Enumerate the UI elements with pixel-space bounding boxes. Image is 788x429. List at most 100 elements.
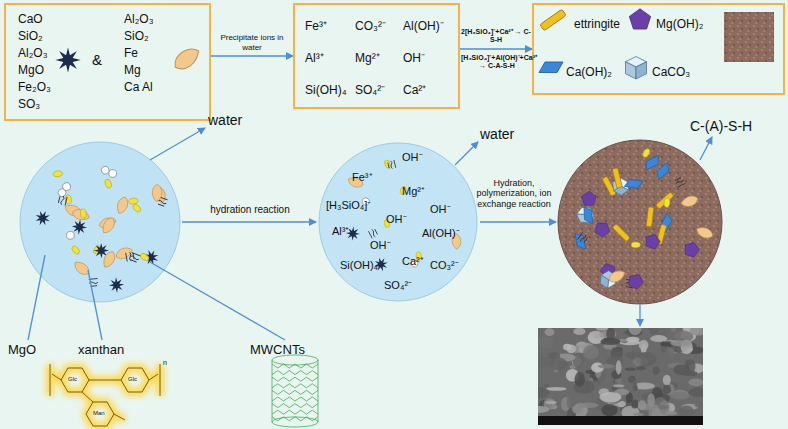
product-box: ettringiteMg(OH)₂Ca(OH)₂CaCO₃: [532, 3, 785, 95]
fresh-mix-particles: [33, 165, 168, 293]
ion-formula: Al³⁺: [332, 224, 349, 238]
sem-grain: [671, 328, 677, 332]
ion-box: Fe³⁺CO₃²⁻Al(OH)⁻Al³⁺Mg²⁺OH⁻Si(OH)₄SO₄²⁻C…: [293, 3, 460, 109]
star-particle: [33, 208, 53, 228]
sem-grain: [549, 358, 567, 371]
sem-grain: [689, 378, 704, 386]
sem-grain: [658, 405, 668, 410]
material-list: &: [92, 53, 102, 67]
ion-formula: OH⁻: [403, 51, 425, 65]
sem-grain: [679, 406, 694, 418]
sem-grain: [538, 406, 549, 413]
nanotube-lattice: [272, 371, 318, 375]
portlandite-icon: [539, 62, 563, 73]
ion-formula: OH⁻: [386, 212, 407, 226]
portlandite-crystal: [624, 179, 643, 189]
product-name: Ca(OH)₂: [566, 65, 612, 79]
sem-grain: [538, 387, 549, 398]
edge-label: Precipitate ions in water: [212, 33, 292, 52]
sem-grain: [602, 404, 618, 416]
yellow-particle: [53, 170, 63, 177]
sem-grain: [663, 385, 671, 394]
leaf-particle: [696, 223, 714, 241]
sem-grain: [633, 413, 643, 416]
ettringite-icon: [540, 9, 566, 31]
leader-lines: [28, 128, 712, 340]
sem-grain: [598, 364, 616, 368]
sem-grain: [653, 366, 660, 374]
sem-grain: [673, 364, 690, 375]
calcite-crystal: [575, 204, 596, 225]
xanthan-symbol: [369, 228, 378, 238]
xanthan-glow: [50, 364, 160, 426]
sem-grain: [613, 384, 624, 387]
leaf-particle: [113, 196, 132, 214]
mg-hydroxide-crystal: [683, 240, 701, 258]
leaf-particle: [609, 270, 625, 284]
sem-grain: [572, 353, 584, 368]
sem-info-bar: [538, 416, 703, 425]
fresh-mix-circle: [20, 142, 180, 302]
ion-formula: Si(OH)₄: [340, 258, 378, 272]
sem-image: [538, 328, 703, 425]
nanotube-lattice: [272, 364, 318, 368]
ion-formula: Fe³⁺: [305, 19, 327, 33]
sem-grain: [634, 357, 641, 367]
sem-grain: [596, 328, 609, 330]
process-label: Hydration, polymerization, ion exchange …: [466, 178, 562, 209]
sugar-unit: Glc: [68, 376, 77, 383]
material-list: Al₂O₃ SiO₂ Fe Mg Ca Al: [124, 11, 154, 96]
sem-grain: [668, 347, 675, 359]
material-label: xanthan: [78, 343, 124, 358]
calcite-icon: [626, 57, 647, 80]
sem-grain: [567, 396, 571, 408]
ion-formula: SO₄²⁻: [384, 278, 412, 292]
nanotube-lattice: [272, 417, 318, 421]
sem-grain: [616, 360, 622, 374]
sem-grain: [626, 337, 640, 343]
sem-grain: [545, 328, 555, 336]
sem-grain: [647, 393, 655, 406]
csh-swatch: [724, 12, 774, 62]
ion-formula: OH⁻: [370, 238, 391, 252]
nanotube-lattice: [272, 397, 318, 401]
portlandite-crystal: [584, 206, 593, 224]
ettringite-crystal: [612, 168, 622, 189]
cement-particle-icon: [55, 47, 80, 72]
nanotube-lattice: [272, 390, 318, 394]
sem-grain: [643, 329, 650, 337]
sem-grain: [631, 399, 638, 408]
sem-grain: [561, 397, 570, 411]
sem-texture: [538, 328, 703, 423]
sem-grain: [639, 340, 649, 350]
xanthan-symbol: [126, 252, 135, 262]
solution-circle: [319, 143, 477, 301]
water-leader: [455, 142, 478, 165]
star-particle: [108, 277, 124, 293]
product-name: CaCO₃: [652, 65, 690, 79]
yellow-particle: [128, 198, 138, 205]
sem-grain: [689, 388, 704, 397]
xanthan-symbol: [578, 232, 589, 243]
reaction-equation: [H₃SiO₄]⁻+Al(OH)⁻+Ca²⁺ → C-A-S-H: [461, 54, 533, 70]
solution-particles: [345, 159, 464, 274]
sem-grain: [690, 328, 703, 336]
sem-arrow: [639, 305, 640, 326]
raw-material-box: CaO SiO₂ Al₂O₃ MgO Fe₂O₃ SO₃&Al₂O₃ SiO₂ …: [4, 3, 211, 121]
ion-formula: Al³⁺: [305, 51, 324, 65]
water-leader: [150, 128, 205, 160]
sem-grain: [663, 375, 671, 386]
water-label: water: [480, 126, 514, 142]
ion-formula: Si(OH)₄: [305, 83, 347, 97]
mg-hydroxide-crystal: [626, 271, 645, 290]
xanthan-outline: [50, 364, 160, 426]
hydration-products: [575, 148, 714, 291]
portlandite-crystal: [654, 163, 673, 180]
leaf-particle: [99, 217, 117, 233]
ion-formula: Mg²⁺: [402, 184, 425, 198]
sem-grain: [573, 328, 585, 335]
ion-formula: Fe³⁺: [352, 170, 373, 184]
yellow-particle: [664, 198, 671, 208]
ion-formula: [H₃SiO₄]⁻: [326, 198, 371, 212]
ion-formula: OH⁻: [430, 202, 451, 216]
